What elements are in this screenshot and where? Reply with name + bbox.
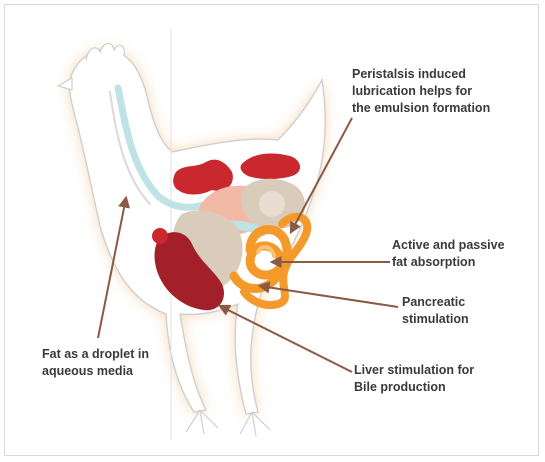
label-absorption: Active and passive fat absorption: [392, 237, 505, 271]
label-liver: Liver stimulation for Bile production: [354, 362, 474, 396]
label-liver-line-1: Liver stimulation for: [354, 362, 474, 379]
label-fat-line-1: Fat as a droplet in: [42, 346, 149, 363]
label-peristalsis-line-3: the emulsion formation: [352, 100, 490, 117]
label-pancreatic-line-2: stimulation: [402, 311, 469, 328]
label-liver-line-2: Bile production: [354, 379, 474, 396]
label-peristalsis-line-1: Peristalsis induced: [352, 66, 490, 83]
label-pancreatic: Pancreatic stimulation: [402, 294, 469, 328]
gizzard-core: [259, 191, 285, 217]
label-peristalsis-line-2: lubrication helps for: [352, 83, 490, 100]
label-absorption-line-1: Active and passive: [392, 237, 505, 254]
liver-spot: [152, 228, 168, 244]
label-pancreatic-line-1: Pancreatic: [402, 294, 469, 311]
label-absorption-line-2: fat absorption: [392, 254, 505, 271]
label-peristalsis: Peristalsis induced lubrication helps fo…: [352, 66, 490, 117]
label-fat: Fat as a droplet in aqueous media: [42, 346, 149, 380]
label-fat-line-2: aqueous media: [42, 363, 149, 380]
